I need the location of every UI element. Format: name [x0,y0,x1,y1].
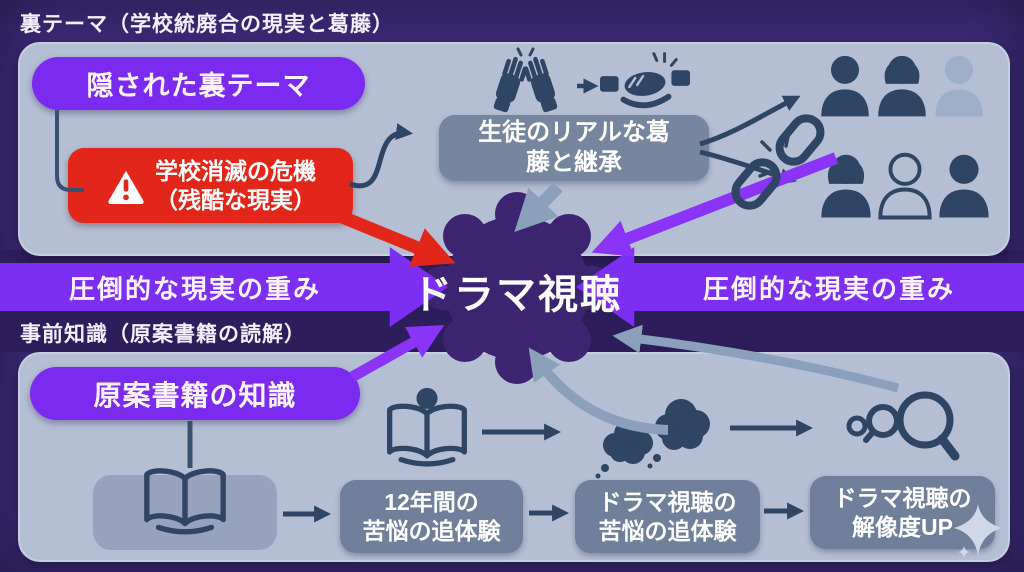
person-icon [939,154,989,218]
person-icon-light [935,55,983,117]
step-box-1: 12年間の 苦悩の追体験 [340,480,523,553]
top-section-title: 裏テーマ（学校統廃合の現実と葛藤） [20,13,394,36]
thought-clouds-icon [595,390,720,480]
bottom-section-title: 事前知識（原案書籍の読解） [20,323,306,346]
drama-hub-label: ドラマ視聴 [412,273,622,317]
step-box-2: ドラマ視聴の 苦悩の追体験 [575,480,760,553]
reader-book-icon [382,386,472,472]
open-book-icon [139,458,231,542]
handshake-icon [600,50,690,114]
crisis-text: 学校消滅の危機 （残酷な現実） [155,157,316,213]
student-conflict-box: 生徒のリアルな葛 藤と継承 [439,115,709,181]
warning-triangle-icon [105,167,147,205]
person-icon [821,55,869,117]
drama-hub-blob [408,192,626,386]
clapping-hands-icon [478,47,573,116]
people-group-top [818,52,986,118]
knowledge-pill: 原案書籍の知識 [30,367,360,420]
crisis-box: 学校消滅の危機 （残酷な現実） [68,148,353,223]
person-icon-outline [878,152,932,220]
sparkle-icon [952,502,1004,558]
person-icon [878,55,926,117]
hidden-theme-pill: 隠された裏テーマ [32,57,365,110]
person-icon [821,154,871,218]
people-group-bottom [818,150,992,220]
step-box-3: ドラマ視聴の 解像度UP [810,476,995,549]
magnifying-glasses-icon [845,388,960,472]
